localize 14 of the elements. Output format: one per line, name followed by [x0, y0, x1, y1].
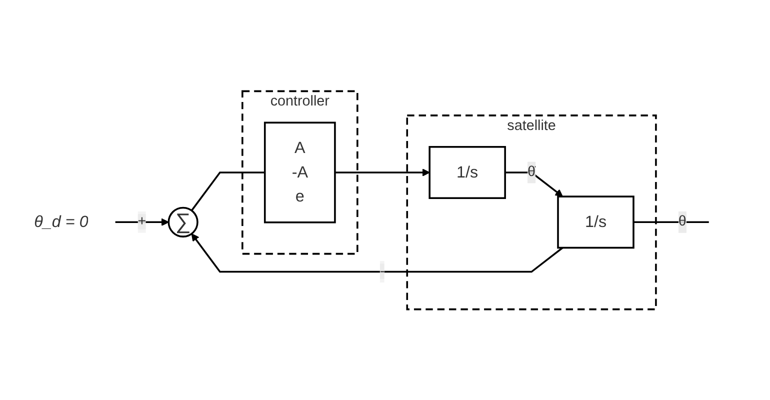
- edge-label: θ: [678, 214, 686, 230]
- node-box: A -A e: [264, 121, 336, 224]
- connector: [634, 221, 709, 223]
- node-circle: ∑: [168, 206, 198, 238]
- connector: [190, 171, 265, 211]
- node-box: 1/s: [557, 195, 634, 248]
- arrow: [191, 233, 564, 272]
- edge-label: +: [138, 214, 146, 230]
- node-text: θ_d = 0: [34, 212, 88, 230]
- edge-label: -: [380, 263, 385, 279]
- node-box: 1/s: [428, 146, 506, 199]
- arrow: [505, 171, 563, 197]
- arrow: [115, 218, 169, 226]
- arrow: [334, 168, 430, 176]
